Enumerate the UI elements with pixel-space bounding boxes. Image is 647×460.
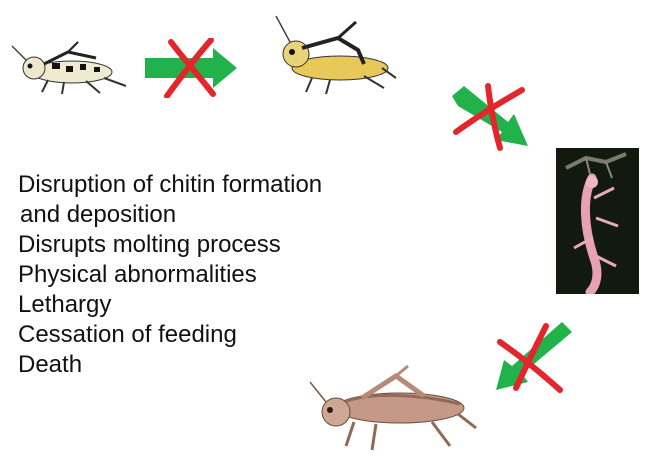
blocked-arrow-icon xyxy=(143,38,239,98)
effect-item: Physical abnormalities xyxy=(18,260,322,290)
effect-item: and deposition xyxy=(18,200,322,230)
effect-item: Death xyxy=(18,350,322,380)
molting-pink-locust-photo xyxy=(556,148,639,294)
blocked-arrow-icon xyxy=(490,316,576,398)
nymph-locust-icon xyxy=(8,38,132,96)
effect-item: Cessation of feeding xyxy=(18,320,322,350)
yellow-locust-icon xyxy=(268,8,400,96)
effects-list: Disruption of chitin formation and depos… xyxy=(18,170,322,380)
effect-item: Disruption of chitin formation xyxy=(18,170,322,200)
effect-item: Lethargy xyxy=(18,290,322,320)
effect-item: Disrupts molting process xyxy=(18,230,322,260)
blocked-arrow-icon xyxy=(448,82,534,152)
brown-adult-locust-icon xyxy=(300,362,480,454)
